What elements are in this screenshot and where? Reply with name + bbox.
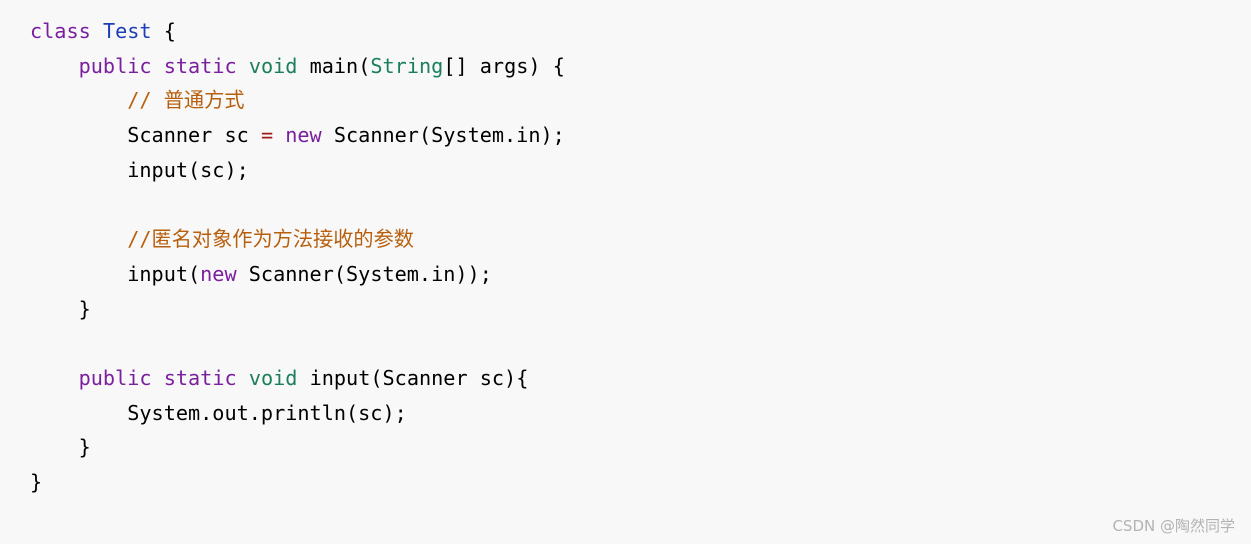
code-line: class Test {: [30, 14, 176, 48]
code-token-plain: [30, 227, 127, 251]
code-token-plain: {: [151, 19, 176, 43]
code-token-keyword: static: [163, 53, 237, 78]
code-token-plain: Scanner sc: [30, 123, 261, 148]
code-token-plain: [237, 366, 249, 390]
code-line: // 普通方式: [30, 83, 244, 117]
code-line: }: [30, 292, 91, 326]
code-token-plain: input(: [30, 261, 201, 286]
code-token-plain: input(sc);: [30, 157, 249, 182]
code-token-keyword: public: [78, 366, 152, 390]
code-line: input(sc);: [30, 153, 249, 187]
code-line: public static void main(String[] args) {: [30, 49, 565, 83]
code-token-plain: [91, 19, 103, 43]
code-line: }: [30, 430, 91, 464]
csdn-watermark: CSDN @陶然同学: [1112, 517, 1235, 535]
code-line: Scanner sc = new Scanner(System.in);: [30, 118, 565, 152]
code-token-plain: [152, 54, 164, 78]
code-token-keyword: new: [200, 261, 237, 286]
code-token-plain: [30, 54, 79, 78]
code-token-operator: =: [260, 123, 274, 148]
code-token-plain: [30, 88, 127, 112]
code-token-type: String: [370, 53, 444, 78]
code-token-plain: Scanner(System.in));: [236, 261, 492, 286]
code-line: System.out.println(sc);: [30, 396, 407, 430]
code-token-keyword: new: [285, 123, 322, 148]
code-token-type: void: [248, 366, 298, 390]
code-token-keyword: static: [163, 366, 237, 390]
code-token-plain: }: [30, 470, 43, 495]
code-token-plain: [273, 123, 285, 147]
code-token-plain: [152, 366, 164, 390]
code-token-plain: [] args) {: [443, 53, 565, 78]
code-token-comment: // 普通方式: [127, 88, 245, 113]
code-line: }: [30, 465, 42, 499]
code-line: //匿名对象作为方法接收的参数: [30, 222, 414, 256]
code-token-keyword: public: [78, 53, 152, 78]
code-token-plain: Scanner(System.in);: [321, 123, 565, 148]
code-token-plain: main(: [297, 53, 371, 78]
code-token-plain: [30, 366, 79, 390]
code-token-comment: //匿名对象作为方法接收的参数: [127, 227, 414, 252]
code-token-class-name: Test: [102, 19, 152, 43]
code-line: public static void input(Scanner sc){: [30, 361, 529, 395]
code-token-plain: input(Scanner sc){: [297, 366, 529, 390]
code-token-plain: }: [30, 435, 91, 460]
code-token-type: void: [248, 53, 298, 78]
code-token-plain: System.out.println(sc);: [30, 400, 407, 425]
code-line: input(new Scanner(System.in));: [30, 257, 492, 291]
code-token-plain: [237, 54, 249, 78]
code-token-keyword: class: [30, 19, 91, 43]
code-token-plain: }: [30, 296, 91, 321]
